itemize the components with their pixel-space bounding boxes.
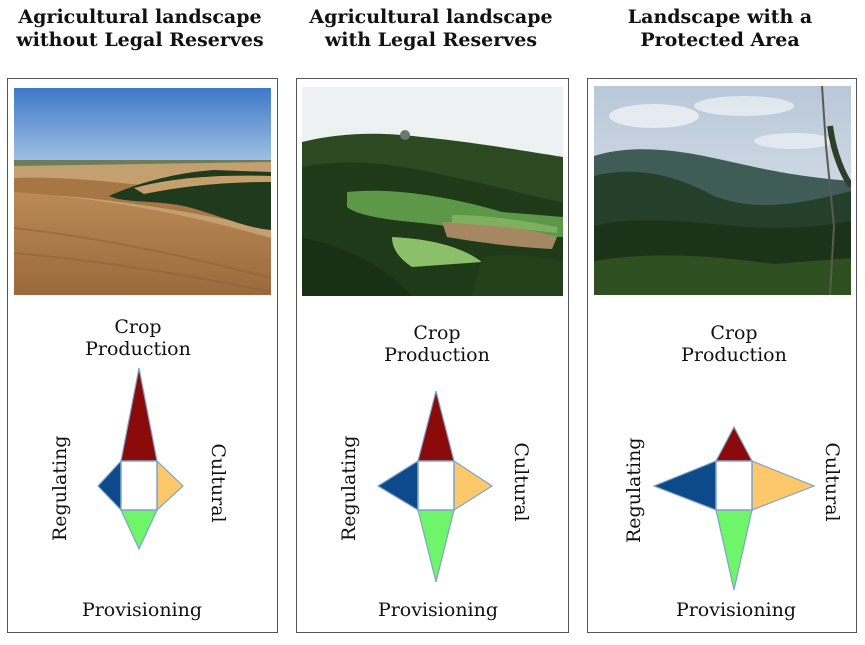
panel-2-label-crop-production: Crop Production: [384, 322, 490, 366]
panel-3-regulating-arrow: [652, 460, 717, 511]
panel-1-center-square: [120, 460, 158, 511]
panel-1-photo-farmland: [14, 88, 271, 295]
panel-2-photo-forest-crops: [302, 87, 563, 296]
panel-3-center-square: [715, 460, 753, 511]
panel-3-label-crop-production: Crop Production: [681, 322, 787, 366]
panel-2-center-square: [417, 460, 455, 511]
panel-2-label-provisioning: Provisioning: [377, 599, 499, 621]
panel-1-title-line2: without Legal Reserves: [16, 29, 264, 51]
panel-3-provisioning-arrow: [715, 509, 753, 591]
panel-3-title-line1: Landscape with a: [627, 6, 813, 28]
panel-3-label-provisioning: Provisioning: [675, 599, 797, 621]
panel-3-title-line2: Protected Area: [640, 29, 800, 51]
panel-3-crop-production-arrow: [715, 425, 753, 462]
panel-3-photo-protected-forest: [594, 86, 851, 295]
panel-3-title: Landscape with a Protected Area: [575, 6, 865, 52]
panel-1-label-crop-production: Crop Production: [85, 316, 191, 360]
panel-3-cultural-arrow: [751, 460, 816, 511]
panel-1-label-provisioning: Provisioning: [81, 599, 203, 621]
panel-2-title: Agricultural landscape with Legal Reserv…: [286, 6, 576, 52]
panel-1-title: Agricultural landscape without Legal Res…: [0, 6, 285, 52]
panel-1-title-line1: Agricultural landscape: [18, 6, 262, 28]
panel-2-title-line2: with Legal Reserves: [324, 29, 538, 51]
panel-2-title-line1: Agricultural landscape: [309, 6, 553, 28]
